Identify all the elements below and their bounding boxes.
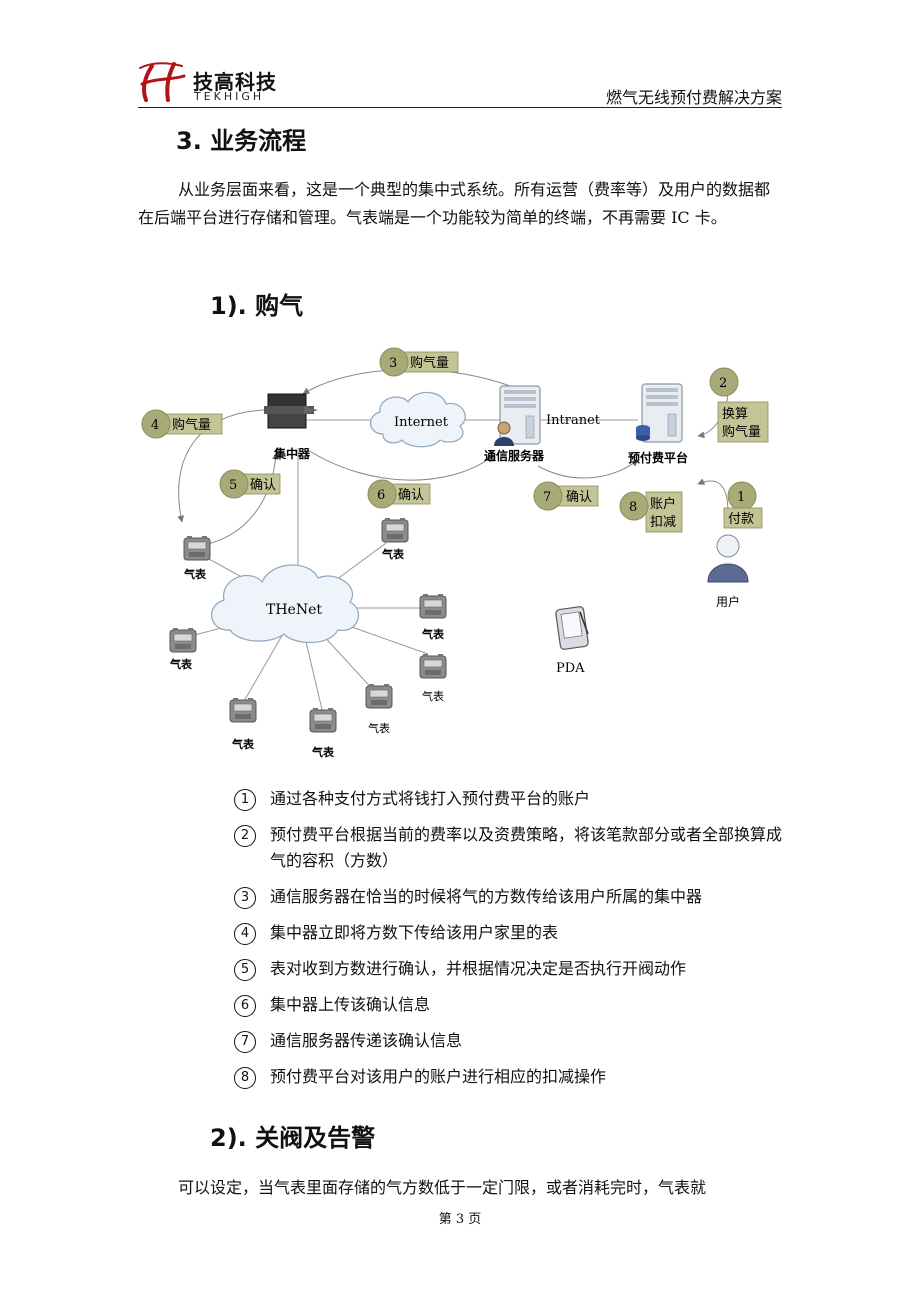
gas-meter-icon [169,627,197,653]
svg-text:购气量: 购气量 [410,355,449,371]
valve-alarm-paragraph: 可以设定，当气表里面存储的气方数低于一定门限，或者消耗完时，气表就 [138,1174,782,1202]
gas-meter-icon [229,697,257,723]
header-divider [138,107,782,108]
meter-label: 气表 [368,721,390,735]
gas-meter-icon [419,593,447,619]
pda-icon [555,606,589,650]
svg-text:扣减: 扣减 [650,515,676,530]
gas-meter-icon [309,707,337,733]
section-title: 3. 业务流程 [176,127,307,155]
gas-meter-icon [381,517,409,543]
thenet-cloud-icon [211,564,360,643]
step-1-badge: 1 付款 [723,481,763,529]
pda-label: PDA [556,661,585,676]
gas-meter-icon [183,535,211,561]
svg-text:3: 3 [389,356,397,371]
platform-label: 预付费平台 [628,450,688,465]
meter-label: 气表 [183,567,207,581]
user-label: 用户 [716,594,740,609]
svg-text:7: 7 [543,490,551,505]
thenet-label: THeNet [266,602,322,618]
subsection-title-purchase: 1). 购气 [210,292,304,320]
svg-text:确认: 确认 [566,490,592,505]
page-number: 第 3 页 [438,1212,482,1227]
meter-label: 气表 [231,737,255,751]
step-8-badge: 8 账户 扣减 [619,491,683,533]
svg-text:确认: 确认 [250,478,276,493]
concentrator-label: 集中器 [273,446,311,461]
svg-text:4: 4 [151,418,159,433]
internet-cloud-icon [370,391,466,448]
step-5-badge: 5 确认 [219,469,281,499]
svg-text:换算: 换算 [722,407,748,422]
svg-text:1: 1 [737,490,745,505]
meter-label: 气表 [381,547,405,561]
internet-label: Internet [394,415,449,430]
user-icon [707,534,749,583]
gas-meter-icon [365,683,393,709]
intro-text: 从业务层面来看，这是一个典型的集中式系统。所有运营（费率等）及用户的数据都在后端… [138,180,771,227]
svg-text:5: 5 [229,478,237,493]
svg-text:2: 2 [719,376,727,391]
purchase-flow-diagram: 集中器 Internet Intranet 通信服务器 预付费平台 用户 THe… [141,347,769,759]
meter-label: 气表 [421,627,445,641]
document-title: 燃气无线预付费解决方案 [605,88,782,107]
step-4-badge: 4 购气量 [141,409,223,439]
valve-alarm-text: 可以设定，当气表里面存储的气方数低于一定门限，或者消耗完时，气表就 [178,1178,707,1197]
svg-text:购气量: 购气量 [722,424,761,440]
tekhigh-logo-icon [139,62,186,102]
intranet-label: Intranet [546,413,601,428]
comm-server-icon [499,385,541,445]
svg-text:付款: 付款 [728,512,754,527]
concentrator-icon [264,393,318,429]
step-7-badge: 7 确认 [533,481,599,511]
meter-label: 气表 [169,657,193,671]
intro-paragraph: 从业务层面来看，这是一个典型的集中式系统。所有运营（费率等）及用户的数据都在后端… [138,176,782,232]
subsection-title-valve-alarm: 2). 关阀及告警 [210,1124,376,1152]
comm-server-label: 通信服务器 [484,448,545,463]
svg-text:账户: 账户 [650,496,676,512]
svg-text:确认: 确认 [398,488,424,503]
gas-meter-icon [419,653,447,679]
operator-icon [494,421,514,446]
brand-name-en: TEKHIGH [194,90,265,103]
meter-label: 气表 [422,689,444,703]
svg-text:8: 8 [629,500,637,515]
svg-text:购气量: 购气量 [172,417,211,433]
brand-name-cn: 技高科技 [193,70,277,94]
step-2-badge: 2 换算 购气量 [709,367,769,443]
step-3-badge: 3 购气量 [379,347,459,377]
database-icon [636,425,650,441]
step-6-badge: 6 确认 [367,479,431,509]
svg-text:6: 6 [377,488,385,503]
meter-label: 气表 [311,745,335,759]
